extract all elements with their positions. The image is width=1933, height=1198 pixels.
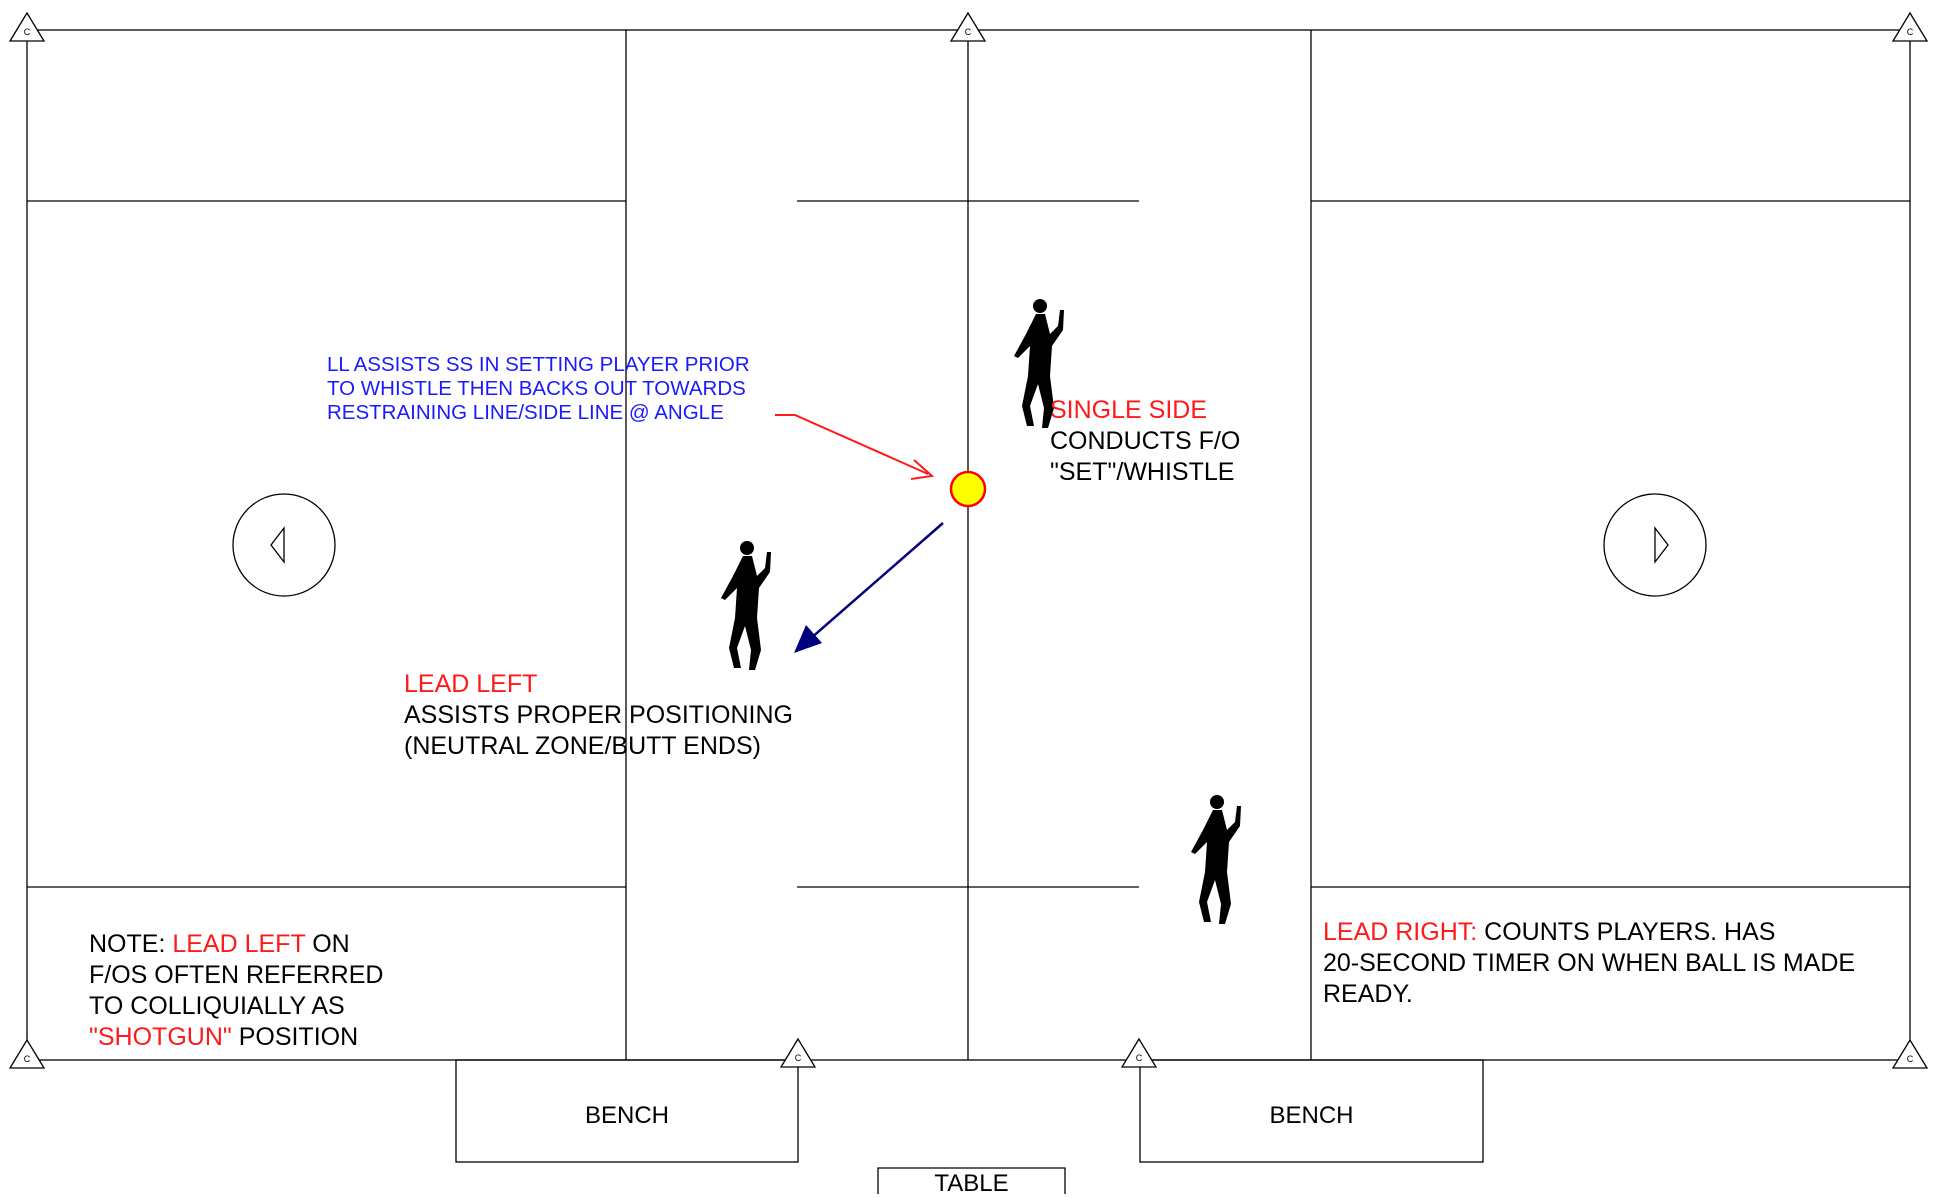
movement-arrow (809, 522, 944, 640)
lead-left-title: LEAD LEFT (404, 670, 538, 698)
svg-text:C: C (965, 27, 972, 37)
cone-icon: C (949, 11, 987, 42)
bench-right-label: BENCH (1269, 1102, 1354, 1129)
ll-annotation-line: RESTRAINING LINE/SIDE LINE @ ANGLE (327, 401, 724, 424)
goal-left-icon (270, 526, 285, 564)
cone-icon: C (1120, 1037, 1158, 1068)
scorer-table (877, 1167, 1066, 1194)
svg-text:C: C (1136, 1053, 1143, 1063)
note-label: NOTE: LEAD LEFT ON F/OS OFTEN REFERRED T… (89, 929, 383, 1053)
svg-text:C: C (795, 1053, 802, 1063)
ll-annotation: LL ASSISTS SS IN SETTING PLAYER PRIOR TO… (327, 353, 750, 425)
official-lead-right-icon (1191, 795, 1241, 924)
note-shotgun: "SHOTGUN" (89, 1023, 232, 1051)
lead-right-text: COUNTS PLAYERS. HAS (1477, 918, 1776, 946)
svg-text:C: C (1907, 1054, 1914, 1064)
ll-annotation-line: TO WHISTLE THEN BACKS OUT TOWARDS (327, 377, 746, 400)
annotation-arrow (775, 414, 929, 475)
bench-right (1139, 1059, 1484, 1163)
svg-text:C: C (24, 1054, 31, 1064)
bench-left-label: BENCH (584, 1102, 669, 1129)
svg-text:C: C (1907, 27, 1914, 37)
lead-right-line: READY. (1323, 980, 1413, 1008)
single-side-line: "SET"/WHISTLE (1050, 458, 1235, 486)
ball-icon (949, 470, 987, 508)
official-lead-left-icon (721, 541, 771, 670)
lead-right-title: LEAD RIGHT: (1323, 918, 1478, 946)
svg-text:C: C (24, 27, 31, 37)
note-line: F/OS OFTEN REFERRED (89, 961, 384, 989)
lead-left-label: LEAD LEFT ASSISTS PROPER POSITIONING (NE… (404, 669, 793, 762)
note-text: POSITION (231, 1023, 359, 1051)
cone-icon: C (1891, 1038, 1929, 1069)
crease-left (232, 493, 336, 597)
arrowhead-icon (794, 625, 822, 653)
ll-annotation-line: LL ASSISTS SS IN SETTING PLAYER PRIOR (327, 353, 750, 376)
crease-right (1603, 493, 1707, 597)
note-line: TO COLLIQUIALLY AS (89, 992, 345, 1020)
lead-left-line: ASSISTS PROPER POSITIONING (404, 701, 793, 729)
single-side-label: SINGLE SIDE CONDUCTS F/O "SET"/WHISTLE (1050, 395, 1240, 488)
cone-icon: C (8, 1038, 46, 1069)
single-side-line: CONDUCTS F/O (1050, 427, 1241, 455)
cone-icon: C (1891, 11, 1929, 42)
single-side-title: SINGLE SIDE (1050, 396, 1207, 424)
note-text: ON (305, 930, 350, 958)
table-label: TABLE (934, 1170, 1009, 1197)
note-prefix: NOTE: (89, 930, 173, 958)
goal-right-icon (1654, 526, 1669, 564)
note-lead-left: LEAD LEFT (172, 930, 306, 958)
lead-left-line: (NEUTRAL ZONE/BUTT ENDS) (404, 732, 761, 760)
cone-icon: C (8, 11, 46, 42)
cone-icon: C (779, 1037, 817, 1068)
lead-right-line: 20-SECOND TIMER ON WHEN BALL IS MADE (1323, 949, 1856, 977)
bench-left (455, 1059, 799, 1163)
lead-right-label: LEAD RIGHT: COUNTS PLAYERS. HAS 20-SECON… (1323, 917, 1855, 1010)
